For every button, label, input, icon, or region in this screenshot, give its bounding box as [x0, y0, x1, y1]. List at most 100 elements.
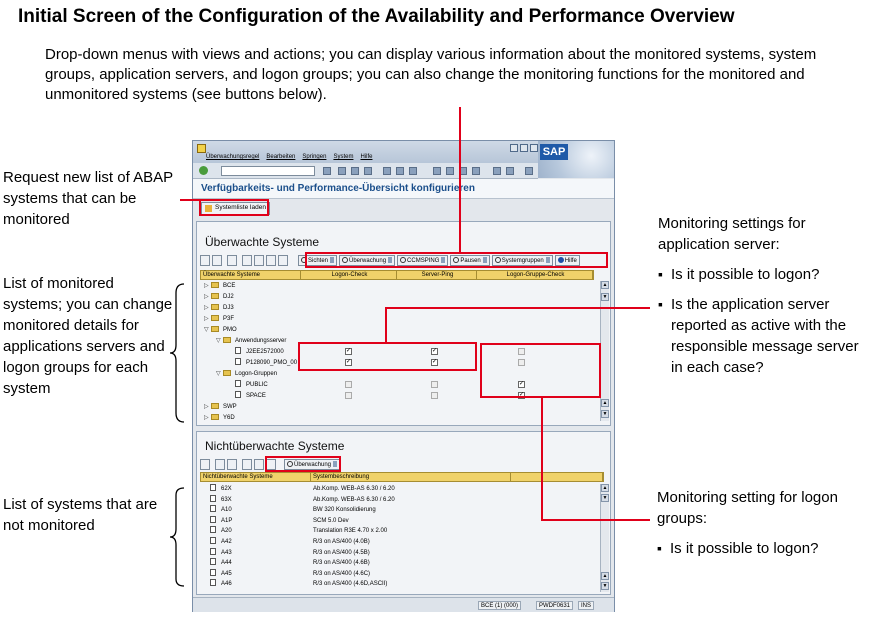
- list-item[interactable]: A10: [210, 505, 232, 515]
- command-field[interactable]: [221, 166, 315, 176]
- find-next-icon[interactable]: [409, 167, 417, 175]
- exit-icon[interactable]: [351, 167, 359, 175]
- monitoring-button[interactable]: Überwachung: [284, 459, 341, 470]
- first-page-icon[interactable]: [433, 167, 441, 175]
- tree-row[interactable]: ▽Logon-Gruppen: [216, 369, 277, 379]
- scroll-up-icon[interactable]: ▲: [601, 572, 609, 580]
- previous-page-icon[interactable]: [446, 167, 454, 175]
- tree-row[interactable]: ▷SWP: [204, 402, 237, 412]
- group-checkbox[interactable]: ✓: [518, 392, 525, 399]
- load-system-list-button[interactable]: Systemliste laden: [201, 202, 270, 215]
- list-item[interactable]: A42: [210, 537, 232, 547]
- print-icon[interactable]: [383, 167, 391, 175]
- views-button[interactable]: Sichten: [298, 255, 338, 266]
- list-item[interactable]: 62X: [210, 484, 232, 494]
- save-icon[interactable]: [323, 167, 331, 175]
- scroll-down-icon[interactable]: ▼: [601, 582, 609, 590]
- system-groups-button[interactable]: Systemgruppen: [491, 255, 553, 266]
- ping-checkbox[interactable]: ✓: [431, 359, 438, 366]
- monitoring-button[interactable]: Überwachung: [339, 255, 396, 266]
- layout-icon[interactable]: [242, 459, 252, 470]
- tree-row[interactable]: PUBLIC: [228, 380, 268, 390]
- column-header[interactable]: Überwachte Systeme: [201, 271, 301, 279]
- menu-item[interactable]: Hilfe: [360, 154, 373, 160]
- expand-icon[interactable]: ▷: [204, 294, 209, 300]
- find-icon[interactable]: [227, 255, 237, 266]
- column-header[interactable]: Logon-Gruppe-Check: [477, 271, 593, 279]
- collapse-icon[interactable]: ▽: [204, 327, 209, 333]
- filter-icon[interactable]: [266, 459, 276, 470]
- scroll-down-icon[interactable]: ▼: [601, 410, 609, 418]
- help-button[interactable]: Hilfe: [554, 255, 580, 266]
- enter-icon[interactable]: [199, 166, 208, 175]
- tree-row[interactable]: ▽Anwendungsserver: [216, 336, 286, 346]
- list-item[interactable]: 63X: [210, 495, 232, 505]
- monitored-scrollbar[interactable]: ▲ ▼ ▲ ▼: [600, 281, 609, 421]
- scroll-down-icon[interactable]: ▼: [601, 293, 609, 301]
- scroll-up-icon[interactable]: ▲: [601, 484, 609, 492]
- print-icon[interactable]: [227, 459, 237, 470]
- tree-row[interactable]: ▷DJ2: [204, 292, 234, 302]
- column-header[interactable]: Logon-Check: [301, 271, 397, 279]
- tree-row[interactable]: SPACE: [228, 391, 266, 401]
- find-icon[interactable]: [215, 459, 225, 470]
- maximize-icon[interactable]: [520, 144, 528, 152]
- layout-icon[interactable]: [254, 255, 264, 266]
- export-icon[interactable]: [254, 459, 264, 470]
- sort-icon[interactable]: [212, 255, 222, 266]
- tree-row[interactable]: ▷Y6D: [204, 413, 235, 423]
- expand-icon[interactable]: ▷: [204, 283, 209, 289]
- list-item[interactable]: A46: [210, 579, 232, 589]
- group-checkbox[interactable]: ✓: [518, 381, 525, 388]
- tree-row[interactable]: ▷P3F: [204, 314, 234, 324]
- print-icon[interactable]: [242, 255, 252, 266]
- minimize-icon[interactable]: [510, 144, 518, 152]
- details-icon[interactable]: [200, 459, 210, 470]
- details-icon[interactable]: [200, 255, 210, 266]
- shortcut-icon[interactable]: [506, 167, 514, 175]
- menu-item[interactable]: Bearbeiten: [266, 154, 296, 160]
- expand-icon[interactable]: ▷: [204, 404, 209, 410]
- back-icon[interactable]: [338, 167, 346, 175]
- scroll-up-icon[interactable]: ▲: [601, 281, 609, 289]
- unmonitored-scrollbar[interactable]: ▲ ▼ ▲ ▼: [600, 484, 609, 592]
- next-page-icon[interactable]: [459, 167, 467, 175]
- tree-row[interactable]: ▽PMO: [204, 325, 237, 335]
- expand-icon[interactable]: ▷: [204, 316, 209, 322]
- last-page-icon[interactable]: [472, 167, 480, 175]
- column-header[interactable]: Server-Ping: [397, 271, 477, 279]
- column-header[interactable]: Systembeschreibung: [311, 473, 511, 481]
- menu-item[interactable]: Springen: [302, 154, 327, 160]
- menu-icon[interactable]: [197, 144, 206, 153]
- list-item[interactable]: A20: [210, 526, 232, 536]
- list-item[interactable]: A45: [210, 569, 232, 579]
- new-session-icon[interactable]: [493, 167, 501, 175]
- collapse-icon[interactable]: ▽: [216, 371, 221, 377]
- column-header[interactable]: Nichtüberwachte Systeme: [201, 473, 311, 481]
- list-item[interactable]: A1P: [210, 516, 232, 526]
- collapse-icon[interactable]: ▽: [216, 338, 221, 344]
- expand-icon[interactable]: ▷: [204, 305, 209, 311]
- tree-row[interactable]: ▷BCE: [204, 281, 235, 291]
- tree-row[interactable]: J2EE2572000: [228, 347, 284, 357]
- help-icon[interactable]: [525, 167, 533, 175]
- pauses-button[interactable]: Pausen: [450, 255, 490, 266]
- ping-checkbox[interactable]: ✓: [431, 348, 438, 355]
- menu-item[interactable]: System: [333, 154, 354, 160]
- close-icon[interactable]: [530, 144, 538, 152]
- ccmsping-button[interactable]: CCMSPING: [397, 255, 449, 266]
- find-icon[interactable]: [396, 167, 404, 175]
- scroll-down-icon[interactable]: ▼: [601, 494, 609, 502]
- scroll-up-icon[interactable]: ▲: [601, 399, 609, 407]
- logon-checkbox[interactable]: ✓: [345, 348, 352, 355]
- tree-row[interactable]: ▷DJ3: [204, 303, 234, 313]
- menu-item[interactable]: Überwachungsregel: [206, 154, 260, 160]
- list-item[interactable]: A44: [210, 558, 232, 568]
- tree-row[interactable]: P128090_PMO_00: [228, 358, 297, 368]
- logon-checkbox[interactable]: ✓: [345, 359, 352, 366]
- cancel-icon[interactable]: [364, 167, 372, 175]
- filter-icon[interactable]: [278, 255, 288, 266]
- list-item[interactable]: A43: [210, 548, 232, 558]
- expand-icon[interactable]: ▷: [204, 415, 209, 421]
- export-icon[interactable]: [266, 255, 276, 266]
